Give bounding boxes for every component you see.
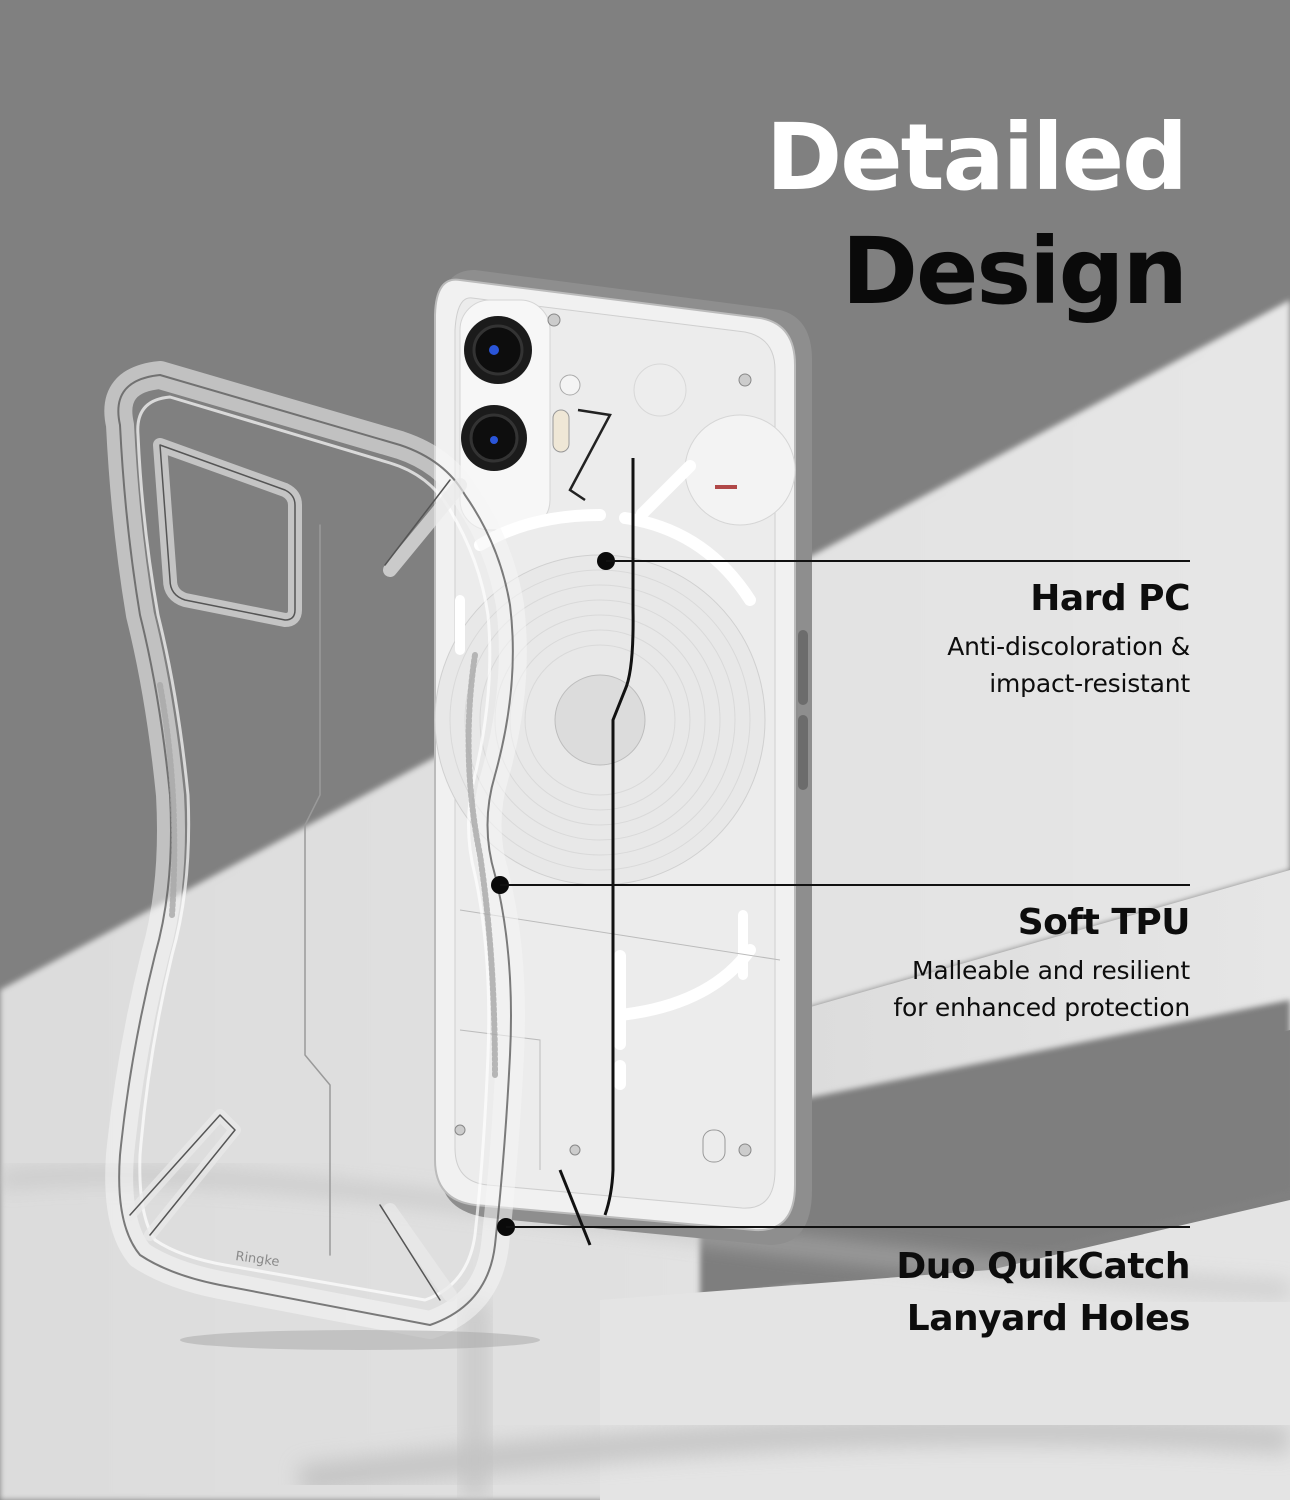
case-logo: Ringke [234,1249,280,1270]
headline-line-1: Detailed [765,104,1188,211]
callout-line-lanyard-holes [506,1226,1190,1228]
feature-description-line: Anti-discoloration & [947,632,1190,661]
feature-description-line: impact-resistant [989,669,1190,698]
feature-soft-tpu: Soft TPU Malleable and resilient for enh… [893,902,1190,1026]
callout-line-hard-pc [606,560,1190,562]
feature-description: Anti-discoloration & impact-resistant [947,628,1190,702]
feature-description: Malleable and resilient for enhanced pro… [893,952,1190,1026]
feature-title-line: Duo QuikCatch [896,1246,1190,1287]
feature-title: Soft TPU [1017,902,1191,943]
headline-line-2: Design [841,218,1188,325]
clear-case-illustration: Ringke [104,361,540,1350]
callout-line-soft-tpu [500,884,1190,886]
feature-hard-pc: Hard PC Anti-discoloration & impact-resi… [947,578,1190,702]
feature-description-line: for enhanced protection [893,993,1190,1022]
feature-description-line: Malleable and resilient [911,956,1190,985]
phone-back-illustration [434,270,812,1246]
feature-lanyard-holes: Duo QuikCatch Lanyard Holes [896,1246,1190,1340]
feature-title: Hard PC [1030,578,1190,619]
feature-title-line: Lanyard Holes [906,1298,1191,1339]
